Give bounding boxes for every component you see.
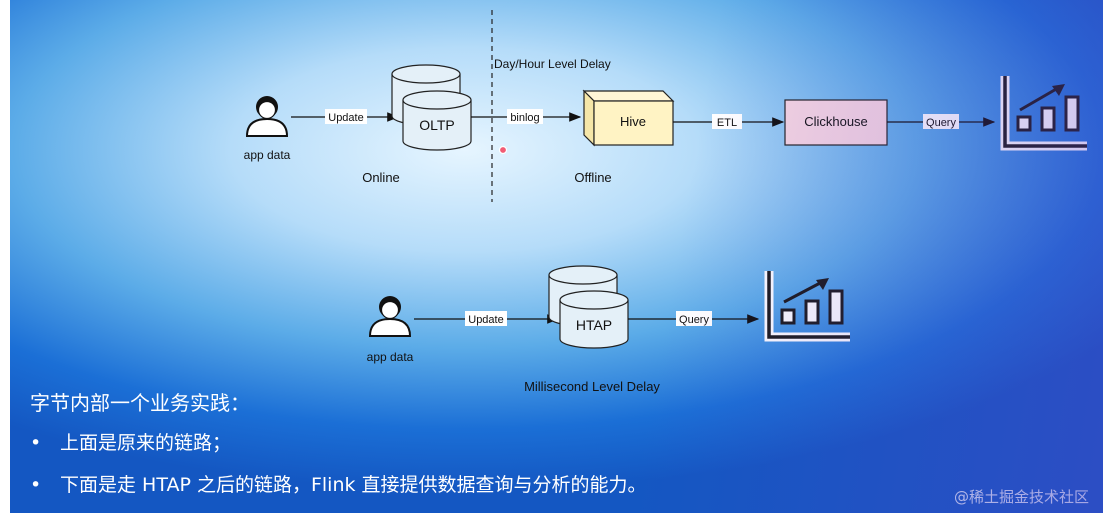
cursor-dot-marker — [498, 145, 508, 155]
offline-label: Offline — [574, 170, 611, 185]
hive-cube-icon — [582, 89, 675, 147]
diagram-canvas: app data Update OLTP Online Day/Hour Lev… — [244, 10, 1087, 394]
bullet-2-text: 下面是走 HTAP 之后的链路，Flink 直接提供数据查询与分析的能力。 — [60, 474, 647, 496]
oltp-label: OLTP — [419, 117, 455, 133]
htap-label: HTAP — [576, 317, 612, 333]
bottom-query-label-bg — [676, 311, 712, 326]
hive-label: Hive — [620, 114, 646, 129]
caption-bullet-1: • 上面是原来的链路； — [30, 428, 231, 455]
top-update-label: Update — [328, 112, 363, 124]
bottom-update-label: Update — [468, 314, 503, 326]
top-delay-label: Day/Hour Level Delay — [494, 57, 611, 71]
clickhouse-label: Clickhouse — [804, 114, 868, 129]
caption-bullet-2: • 下面是走 HTAP 之后的链路，Flink 直接提供数据查询与分析的能力。 — [30, 470, 647, 497]
htap-database-icon — [548, 265, 629, 349]
bottom-delay-label: Millisecond Level Delay — [524, 379, 660, 394]
top-binlog-label-bg — [507, 109, 543, 124]
bottom-app-data-label: app data — [367, 350, 414, 364]
bottom-query-label: Query — [679, 314, 709, 326]
slide: app data Update OLTP Online Day/Hour Lev… — [10, 0, 1103, 513]
clickhouse-box — [784, 99, 888, 146]
online-label: Online — [362, 170, 400, 185]
bullet-2-marker: • — [30, 474, 42, 496]
top-update-label-bg — [325, 109, 367, 124]
top-app-data-label: app data — [244, 148, 291, 162]
watermark-text: @稀土掘金技术社区 — [953, 488, 1089, 506]
top-user-icon — [245, 96, 289, 137]
bullet-1-text: 上面是原来的链路； — [60, 432, 232, 454]
top-binlog-label: binlog — [510, 112, 539, 124]
bottom-analytics-chart-icon — [764, 271, 850, 342]
top-query-label-bg — [923, 114, 959, 129]
bottom-update-label-bg — [465, 311, 507, 326]
bullet-1-marker: • — [30, 432, 42, 454]
oltp-database-icon — [391, 64, 472, 151]
top-etl-label-bg — [712, 114, 742, 129]
bottom-user-icon — [368, 296, 412, 337]
top-etl-label: ETL — [717, 117, 737, 129]
top-analytics-chart-icon — [1000, 76, 1087, 151]
top-query-label: Query — [926, 117, 956, 129]
caption-heading: 字节内部一个业务实践： — [30, 391, 250, 415]
